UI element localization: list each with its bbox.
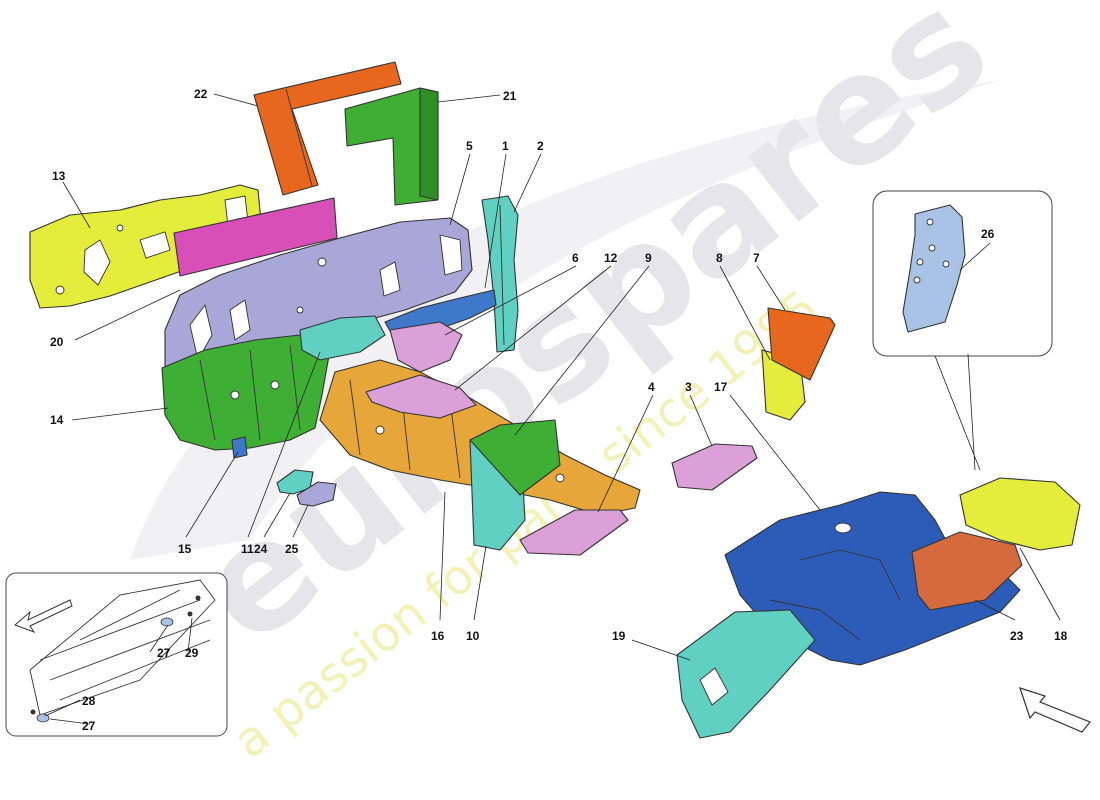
detail-box-26: [872, 190, 1053, 471]
callout-3: 3: [685, 380, 692, 394]
part-10-insulation-block: [469, 419, 561, 551]
part-7-8-wedge-insulation: [761, 307, 836, 421]
callout-17: 17: [714, 380, 728, 394]
callout-14: 14: [50, 413, 64, 427]
callout-6: 6: [572, 251, 579, 265]
part-15-clip: [231, 436, 248, 459]
callout-26: 26: [981, 227, 995, 241]
part-25-pad: [296, 481, 337, 507]
direction-arrow-left: [14, 599, 73, 633]
callout-9: 9: [645, 251, 652, 265]
part-14-insulation-panel: [161, 334, 331, 451]
leader-lines: [44, 93, 1061, 725]
callout-15: 15: [178, 542, 192, 556]
callout-21: 21: [503, 89, 517, 103]
callout-20: 20: [50, 335, 64, 349]
part-12-insulation-plate: [365, 374, 477, 419]
part-22-insulation-panel: [253, 61, 402, 196]
callout-19: 19: [612, 629, 626, 643]
callout-5: 5: [466, 139, 473, 153]
callout-22: 22: [194, 87, 208, 101]
part-20-insulation-panel: [173, 197, 338, 277]
part-2-vertical-bracket: [481, 195, 519, 353]
callout-8: 8: [716, 251, 723, 265]
callout-11: 11: [241, 542, 254, 556]
callout-1: 1: [502, 139, 509, 153]
part-4-insulation-pad: [519, 509, 629, 556]
callout-13: 13: [52, 169, 66, 183]
callout-23: 23: [1010, 629, 1024, 643]
direction-arrow-right: [1019, 687, 1091, 733]
callout-18: 18: [1054, 629, 1068, 643]
callout-28: 28: [82, 694, 96, 708]
callout-27-lower: 27: [82, 719, 96, 733]
part-18-insulation-panel: [959, 477, 1081, 551]
callout-10: 10: [466, 629, 480, 643]
part-21-insulation-panel: [344, 87, 439, 206]
callout-27-upper: 27: [157, 646, 171, 660]
callout-labels: 22 21 13 5 1 2 6 12 9 8 7 20 14 4 3 17 2…: [50, 87, 1068, 733]
part-6-insulation-piece: [389, 321, 463, 373]
callout-7: 7: [753, 251, 760, 265]
callout-12: 12: [604, 251, 618, 265]
callout-16: 16: [431, 629, 445, 643]
part-23-insulation-block: [911, 531, 1023, 611]
part-3-insulation-pad: [671, 443, 758, 491]
part-11-insulation-pad: [299, 315, 386, 361]
callout-25: 25: [285, 542, 299, 556]
part-19-insulation-panel: [676, 609, 816, 739]
watermark-swoosh: [130, 80, 1000, 560]
callout-2: 2: [537, 139, 544, 153]
callout-29: 29: [185, 646, 199, 660]
detail-box-27-28-29: [5, 572, 228, 737]
callout-24: 24: [254, 542, 268, 556]
callout-4: 4: [648, 380, 655, 394]
